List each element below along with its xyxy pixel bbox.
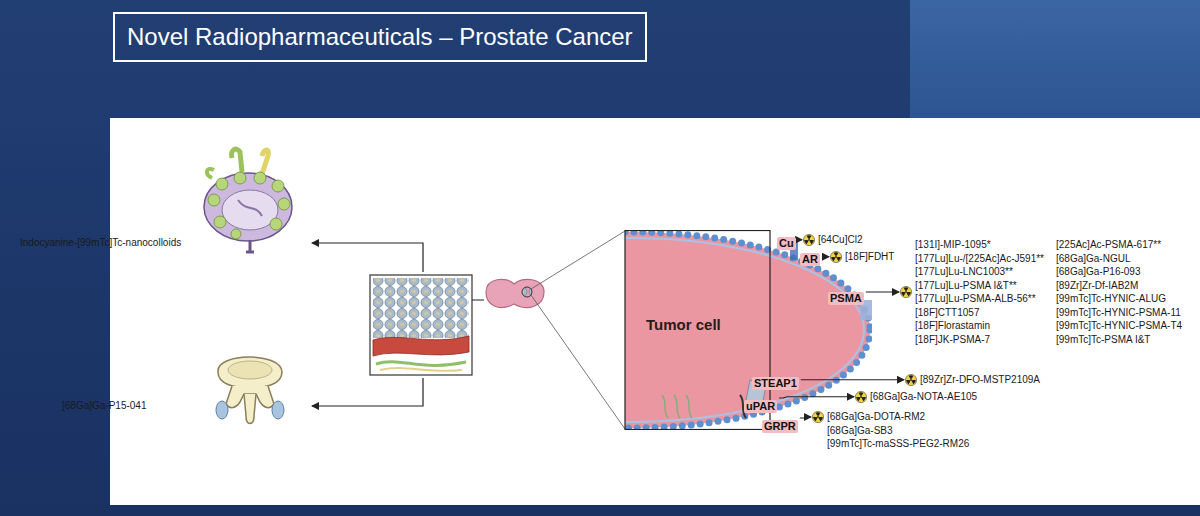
arrow-connector bbox=[866, 291, 899, 292]
tracer-name: [177Lu]Lu-LNC1003** bbox=[915, 265, 1044, 279]
zoom-line bbox=[531, 231, 625, 289]
receptor-label: GRPR bbox=[762, 416, 798, 434]
title-box: Novel Radiopharmaceuticals – Prostate Ca… bbox=[113, 12, 647, 62]
tracer-name: [89Zr]Zr-DFO-MSTP2109A bbox=[920, 373, 1040, 387]
radiation-symbol bbox=[803, 234, 815, 246]
tracer-list: [68Ga]Ga-DOTA-RM2[68Ga]Ga-SB3[99mTc]Tc-m… bbox=[812, 410, 969, 451]
receptor-label: STEAP1 bbox=[752, 373, 799, 391]
tracer-name: [99mTc]Tc-HYNIC-PSMA-11 bbox=[1056, 306, 1182, 320]
tracer-name: [225Ac]Ac-PSMA-617** bbox=[1056, 238, 1182, 252]
receptor-label: AR bbox=[800, 249, 820, 267]
radiation-symbol bbox=[900, 286, 912, 298]
tracer-list: [18F]FDHT bbox=[830, 250, 894, 264]
tracer-name: [64Cu]Cl2 bbox=[818, 233, 862, 247]
arrow-connector bbox=[800, 417, 811, 418]
tracer-name: [131I]-MIP-1095* bbox=[915, 238, 1044, 252]
receptor-name: GRPR bbox=[762, 420, 798, 433]
radiation-symbol bbox=[905, 374, 917, 386]
tracer-list: [131I]-MIP-1095*[177Lu]Lu-/[225Ac]Ac-J59… bbox=[900, 238, 1182, 346]
tracer-name: [68Ga]Ga-DOTA-RM2 bbox=[827, 410, 969, 424]
arrow-connector bbox=[801, 379, 904, 380]
receptor-name: PSMA bbox=[828, 292, 864, 305]
tracer-label: Indocyanine-[99mTc]Tc-nanocolloids bbox=[20, 237, 181, 248]
radiation-symbol bbox=[830, 251, 842, 263]
tracer-list: [68Ga]Ga-NOTA-AE105 bbox=[855, 390, 977, 404]
tracer-name: [18F]CTT1057 bbox=[915, 306, 1044, 320]
tracer-name: [68Ga]Ga-NOTA-AE105 bbox=[870, 390, 977, 404]
receptor-name: AR bbox=[800, 253, 820, 266]
receptor-label: uPAR bbox=[744, 396, 777, 414]
radiation-symbol bbox=[855, 391, 867, 403]
arrow-connector bbox=[822, 256, 829, 257]
tracer-name: [99mTc]Tc-PSMA I&T bbox=[1056, 333, 1182, 347]
prostate bbox=[486, 279, 544, 307]
tissue-box bbox=[370, 275, 472, 375]
tracer-name: [177Lu]Lu-/[225Ac]Ac-J591** bbox=[915, 252, 1044, 266]
receptor-name: Cu bbox=[777, 237, 796, 250]
tracer-name: [68Ga]Ga-P16-093 bbox=[1056, 265, 1182, 279]
vertebra bbox=[216, 357, 284, 424]
metastasis-arrow bbox=[312, 243, 423, 272]
tracer-name: [99mTc]Tc-HYNIC-PSMA-T4 bbox=[1056, 319, 1182, 333]
zoom-line bbox=[531, 295, 625, 429]
tracer-list: [89Zr]Zr-DFO-MSTP2109A bbox=[905, 373, 1040, 387]
receptor-label: PSMA bbox=[828, 288, 864, 306]
tracer-name: [89Zr]Zr-Df-IAB2M bbox=[1056, 279, 1182, 293]
arrow-connector bbox=[798, 239, 802, 240]
tracer-name: [177Lu]Lu-PSMA I&T** bbox=[915, 279, 1044, 293]
connector-line bbox=[472, 300, 484, 301]
metastasis-arrow bbox=[312, 378, 423, 406]
tracer-name: [18F]JK-PSMA-7 bbox=[915, 333, 1044, 347]
radiation-symbol bbox=[812, 411, 824, 423]
receptor-name: STEAP1 bbox=[752, 377, 799, 390]
tracer-name: [99mTc]Tc-HYNIC-ALUG bbox=[1056, 292, 1182, 306]
receptor-name: uPAR bbox=[744, 400, 777, 413]
cell-label: Tumor cell bbox=[646, 316, 872, 333]
tracer-list: [64Cu]Cl2 bbox=[803, 233, 862, 247]
lymph-node bbox=[204, 149, 292, 252]
slide-title: Novel Radiopharmaceuticals – Prostate Ca… bbox=[127, 14, 633, 60]
tracer-label: [68Ga]Ga-P15-041 bbox=[62, 400, 147, 411]
tracer-name: [99mTc]Tc-maSSS-PEG2-RM26 bbox=[827, 437, 969, 451]
tracer-name: [18F]Florastamin bbox=[915, 319, 1044, 333]
tracer-name: [177Lu]Lu-PSMA-ALB-56** bbox=[915, 292, 1044, 306]
tracer-name: [68Ga]Ga-NGUL bbox=[1056, 252, 1182, 266]
receptor-label: Cu bbox=[777, 233, 796, 251]
tracer-name: [68Ga]Ga-SB3 bbox=[827, 424, 969, 438]
header-band bbox=[910, 0, 1200, 118]
tracer-name: [18F]FDHT bbox=[845, 250, 894, 264]
